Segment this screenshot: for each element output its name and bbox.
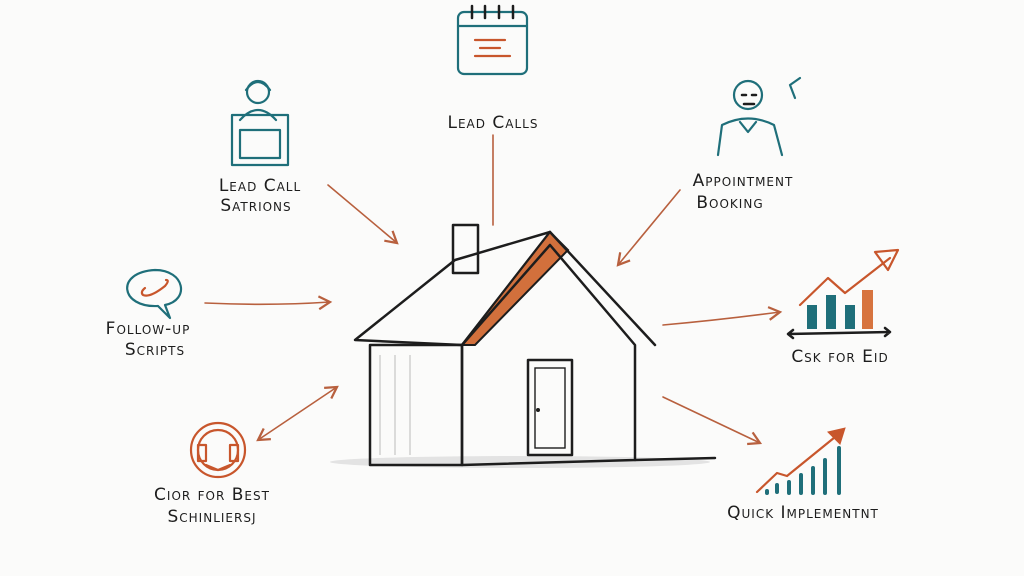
arrow-follow-up bbox=[204, 295, 333, 311]
arrow-cior bbox=[256, 385, 339, 442]
arrow-quick-impl bbox=[662, 396, 763, 446]
cior-for-best-label-1: Cior for Best bbox=[154, 485, 270, 505]
phone-speech-bubble-icon bbox=[126, 268, 183, 320]
lead-call-stations-label-1: Lead Call bbox=[219, 176, 301, 196]
csk-for-eid-label: Csk for Eid bbox=[791, 347, 888, 367]
house-icon bbox=[330, 223, 717, 468]
follow-up-label-1: Follow-up bbox=[106, 319, 191, 339]
bar-chart-trend-icon bbox=[786, 248, 900, 340]
person-icon bbox=[716, 76, 802, 157]
quick-implementation-label: Quick Implementnt bbox=[727, 503, 879, 523]
appointment-label-2: Booking bbox=[696, 193, 763, 213]
lead-call-stations-label-2: Satrions bbox=[220, 196, 291, 216]
growth-chart-icon bbox=[755, 427, 846, 495]
lead-calls-label: Lead Calls bbox=[448, 113, 539, 133]
operator-at-desk-icon bbox=[230, 79, 290, 167]
follow-up-label-2: Scripts bbox=[125, 340, 185, 360]
arrow-appointment-booking bbox=[616, 189, 681, 267]
arrow-lead-call-stations bbox=[327, 184, 399, 245]
appointment-label-1: Appointment bbox=[693, 171, 794, 191]
headset-icon bbox=[189, 421, 247, 479]
arrow-csk bbox=[662, 306, 783, 326]
cior-for-best-label-2: Schinliersj bbox=[167, 507, 256, 527]
calendar-icon bbox=[456, 4, 529, 76]
